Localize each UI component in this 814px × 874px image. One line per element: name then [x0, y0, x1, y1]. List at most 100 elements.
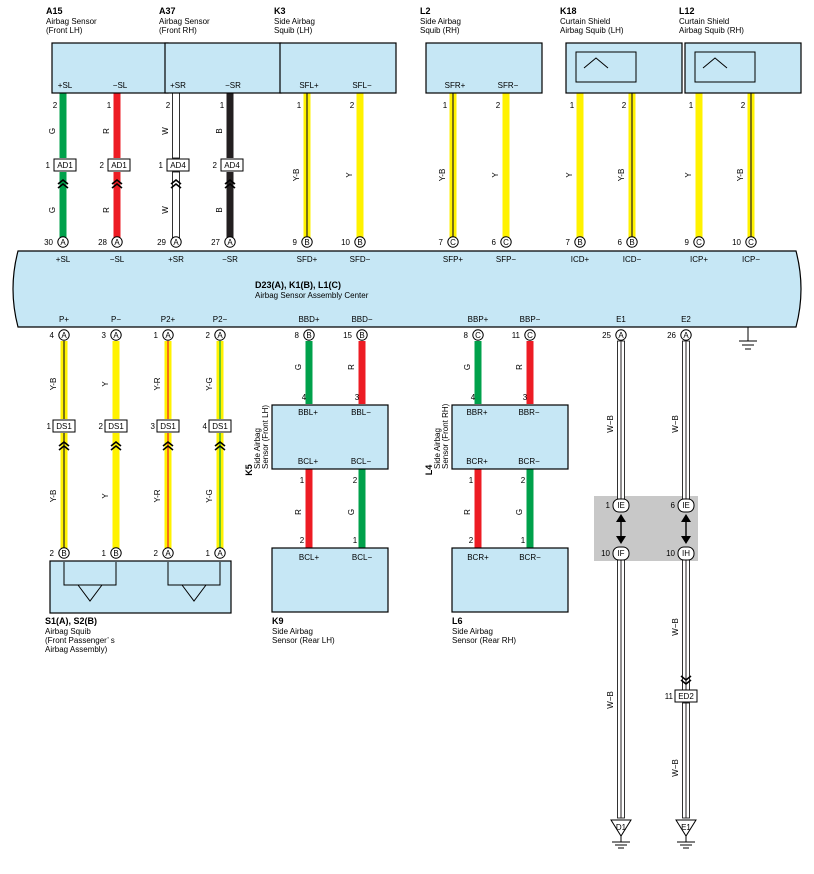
connector-label: ED2	[678, 692, 694, 701]
connector-box	[104, 419, 128, 433]
ecu-pin-number: 7	[566, 238, 571, 247]
wire-color-label: Y	[101, 493, 110, 499]
ecu-pin-circle	[301, 236, 313, 248]
ecu-pin-circle	[170, 236, 182, 248]
wire	[59, 172, 67, 240]
wire-color-label: G	[515, 509, 524, 515]
ecu-pin-circle	[745, 236, 757, 248]
wire-color-label: Y	[684, 172, 693, 178]
connector-chevron	[224, 178, 236, 185]
ecu-name: Airbag Sensor Assembly Center	[255, 291, 369, 300]
wire	[113, 93, 121, 158]
component-id: K9	[272, 616, 284, 626]
connector-pin-number: 1	[46, 161, 51, 170]
squib-symbol	[181, 584, 207, 602]
pin-number: 3	[355, 393, 360, 402]
pin-number: 1	[521, 536, 526, 545]
connector-pin-number: 1	[47, 422, 52, 431]
wire-color-label: G	[463, 364, 472, 370]
connector-label: AD4	[170, 161, 186, 170]
pin-letter: C	[450, 238, 456, 247]
wire	[358, 469, 366, 548]
ecu-box	[12, 250, 802, 328]
ecu-pin-circle	[626, 236, 638, 248]
splice-arrow	[616, 536, 626, 544]
ecu-pin-number: 29	[157, 238, 166, 247]
component-name: (Front Passenger’ s	[45, 636, 115, 645]
pin-number: 1	[606, 501, 611, 510]
connector-chevron	[110, 444, 122, 451]
connector-chevron	[111, 182, 123, 189]
connector-chevron	[224, 182, 236, 189]
component-name: Side Airbag	[274, 17, 315, 26]
connector-box	[53, 158, 77, 172]
wire-color-label: Y-B	[292, 169, 301, 182]
ecu-pin-circle	[472, 329, 484, 341]
connector-label: DS1	[108, 422, 124, 431]
pin-label: SFL+	[299, 81, 319, 90]
ecu-pin-label: P2+	[161, 315, 176, 324]
pin-label: BBR−	[518, 408, 539, 417]
pin-letter: A	[217, 331, 223, 340]
component-box	[684, 42, 802, 94]
squib-symbol	[694, 51, 756, 83]
splice-label: IE	[617, 501, 625, 510]
pin-label: BCL+	[298, 457, 319, 466]
pin-label: +SR	[170, 81, 186, 90]
wire-color-label: R	[102, 207, 111, 213]
ecu-pin-label: ICD+	[571, 255, 590, 264]
ecu-pin-number: 9	[293, 238, 298, 247]
squib-box	[49, 560, 232, 614]
ecu-pin-number: 15	[343, 331, 352, 340]
ecu-pin-number: 30	[44, 238, 53, 247]
pin-label: BCL+	[299, 553, 320, 562]
ecu-pin-number: 25	[602, 331, 611, 340]
pin-number: 2	[300, 536, 305, 545]
wire	[172, 92, 180, 159]
connector-box	[674, 689, 698, 703]
wire-color-label: Y-B	[617, 169, 626, 182]
connector-pin-number: 3	[151, 422, 156, 431]
component-name: Side Airbag	[420, 17, 461, 26]
pin-label: BCL−	[351, 457, 372, 466]
pin-number: 2	[154, 549, 159, 558]
ecu-pin-circle	[447, 236, 459, 248]
connector-label: AD1	[57, 161, 73, 170]
component-id: K3	[274, 6, 286, 16]
ecu-pin-circle	[110, 329, 122, 341]
pin-number: 3	[523, 393, 528, 402]
splice-pin	[612, 498, 630, 513]
component-name: Side Airbag	[433, 428, 442, 469]
ecu-pin-number: 1	[154, 331, 159, 340]
pin-letter: A	[683, 331, 689, 340]
ecu-id: D23(A), K1(B), L1(C)	[255, 280, 341, 290]
pin-number: 2	[353, 476, 358, 485]
connector-pin-number: 2	[213, 161, 218, 170]
ecu-pin-circle	[354, 236, 366, 248]
squib-symbol	[167, 562, 221, 586]
wire	[112, 433, 120, 548]
pin-letter: B	[304, 238, 309, 247]
ecu-pin-label: −SR	[222, 255, 238, 264]
pin-number: 6	[671, 501, 676, 510]
ecu-pin-number: 8	[464, 331, 469, 340]
pin-number: 2	[496, 101, 501, 110]
ecu-pin-number: 11	[512, 331, 521, 340]
splice-label: IE	[682, 501, 690, 510]
component-name: Sensor (Front RH)	[441, 403, 450, 469]
pin-number: 2	[521, 476, 526, 485]
connector-chevron	[170, 182, 182, 189]
splice-label: IF	[617, 549, 624, 558]
ecu-pin-number: 4	[50, 331, 55, 340]
ecu-pin-label: +SR	[168, 255, 184, 264]
squib-symbol	[702, 57, 728, 69]
wire-color-label: Y	[345, 172, 354, 178]
ecu-pin-circle	[214, 329, 226, 341]
pin-letter: A	[618, 331, 624, 340]
component-name: Airbag Squib (LH)	[560, 26, 624, 35]
ecu-pin-number: 6	[618, 238, 623, 247]
pin-label: −SR	[225, 81, 241, 90]
pin-letter: B	[61, 549, 66, 558]
wire	[305, 469, 313, 548]
ecu-pin-label: P−	[111, 315, 121, 324]
